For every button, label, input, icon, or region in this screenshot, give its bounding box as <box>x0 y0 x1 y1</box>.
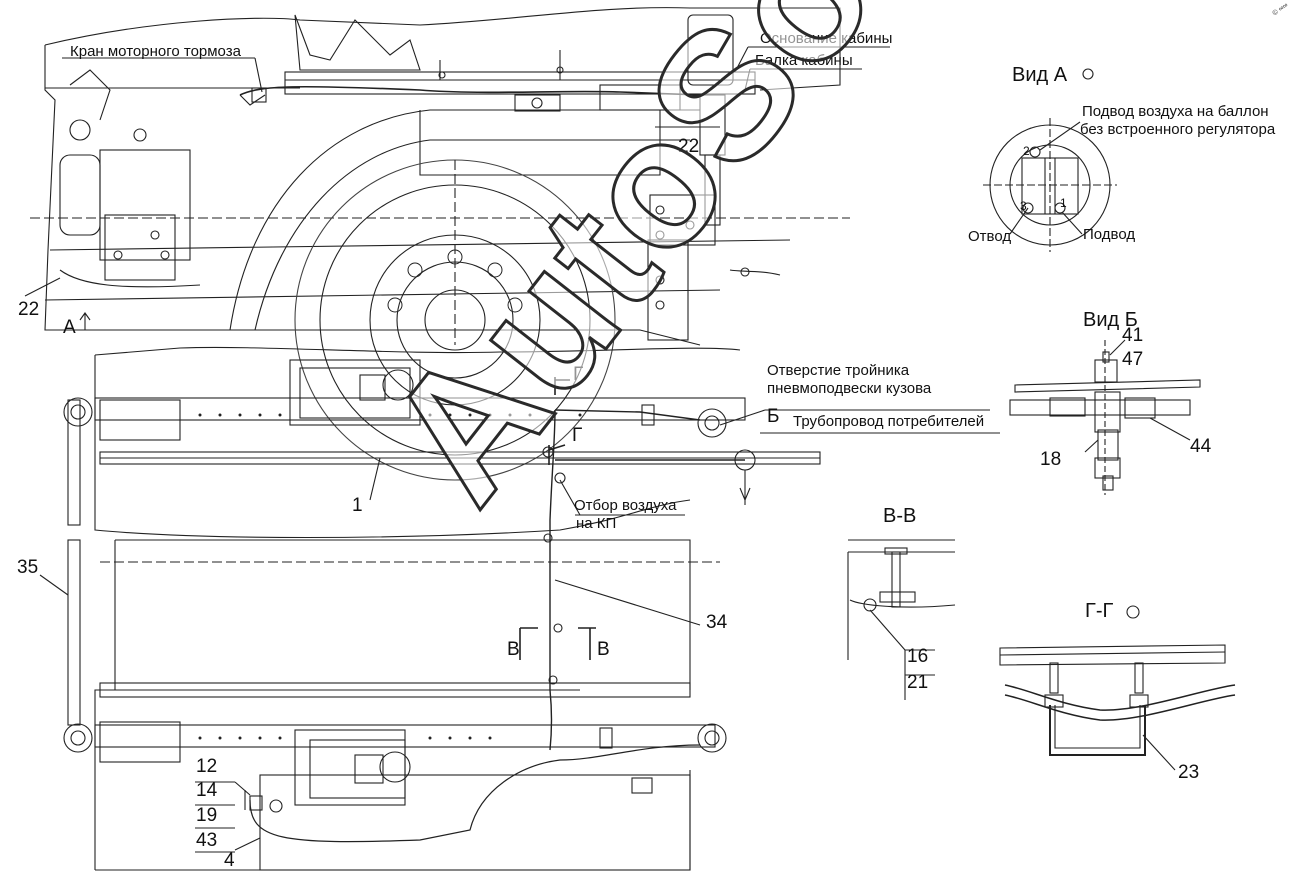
callout-18: 18 <box>1040 449 1062 470</box>
section-gg-title: Г-Г <box>1085 600 1114 622</box>
section-marker-g-upper: Г <box>573 364 584 385</box>
callout-14: 14 <box>196 780 218 801</box>
point-marker-b: Б <box>767 406 780 427</box>
label-air-supply-line1: Подвод воздуха на баллон <box>1082 103 1269 120</box>
callout-12: 12 <box>196 756 218 777</box>
label-consumer-pipeline: Трубопровод потребителей <box>793 413 985 430</box>
label-cabin-beam: Балка кабины <box>755 52 853 69</box>
callout-21: 21 <box>907 672 929 693</box>
port-1: 1 <box>1060 196 1067 210</box>
callout-22-lower: 22 <box>18 299 40 320</box>
label-tee-hole-line1: Отверстие тройника <box>767 362 910 379</box>
port-3: 3 <box>1020 199 1027 213</box>
label-air-supply-line2: без встроенного регулятора <box>1080 121 1276 138</box>
section-vv-title: В-В <box>883 505 917 527</box>
label-tee-hole-line2: пневмоподвески кузова <box>767 380 932 397</box>
side-view <box>30 7 850 481</box>
callout-22-upper: 22 <box>678 136 700 157</box>
label-engine-brake-valve: Кран моторного тормоза <box>70 43 241 60</box>
view-a-title: Вид А <box>1012 64 1068 86</box>
plan-view <box>63 346 821 871</box>
callout-1: 1 <box>352 495 363 516</box>
view-b-diagram <box>1009 339 1201 495</box>
view-a-diagram <box>983 68 1117 252</box>
label-cabin-base: Основание кабины <box>760 30 893 47</box>
label-air-tap-line2: на КП <box>576 515 617 532</box>
label-inlet: Подвод <box>1083 226 1136 243</box>
section-marker-v-right: В <box>597 639 610 660</box>
callout-41: 41 <box>1122 325 1144 346</box>
view-marker-a: А <box>63 317 76 338</box>
view-b-title: Вид Б <box>1083 309 1138 331</box>
callout-19: 19 <box>196 805 218 826</box>
callout-23: 23 <box>1178 762 1200 783</box>
section-marker-g-lower: Г <box>572 425 583 446</box>
callout-44: 44 <box>1190 436 1212 457</box>
section-marker-v-left: В <box>507 639 520 660</box>
section-vv-diagram <box>847 539 956 700</box>
leaders-plan <box>39 409 1000 853</box>
label-air-tap-line1: Отбор воздуха <box>574 497 677 514</box>
callout-47: 47 <box>1122 349 1144 370</box>
callout-43: 43 <box>196 830 218 851</box>
port-2: 2 <box>1023 144 1030 158</box>
callout-16: 16 <box>907 646 929 667</box>
callout-34: 34 <box>706 612 728 633</box>
callout-35: 35 <box>17 557 39 578</box>
section-gg-diagram <box>999 605 1236 771</box>
leaders-top <box>24 46 890 330</box>
label-outlet: Отвод <box>968 228 1012 245</box>
callout-4: 4 <box>224 850 235 871</box>
